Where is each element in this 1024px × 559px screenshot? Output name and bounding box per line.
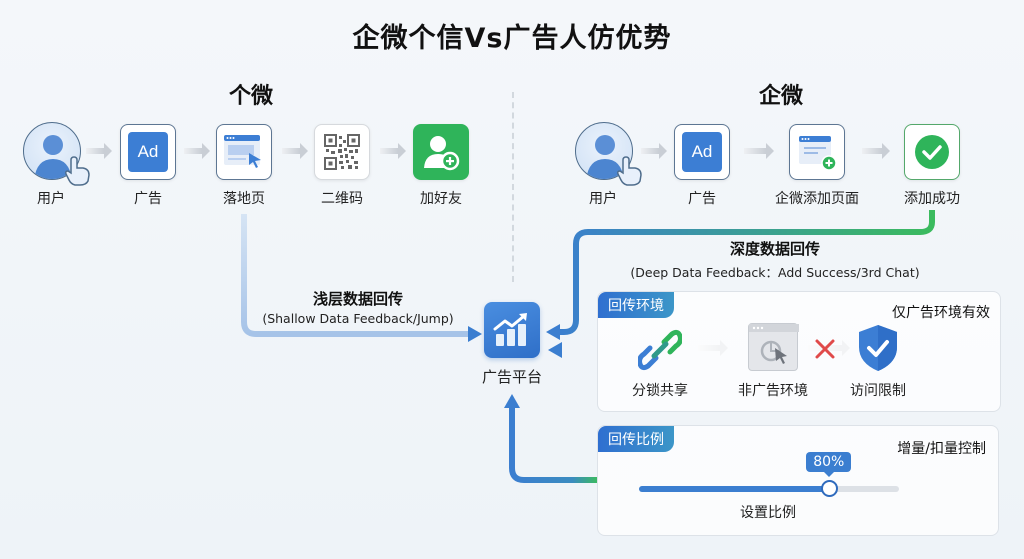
qr-code-icon bbox=[314, 124, 370, 180]
wecom-add-page-icon bbox=[789, 124, 845, 180]
deep-feedback-subtitle: (Deep Data Feedback：Add Success/3rd Chat… bbox=[630, 265, 920, 280]
right-section-title: 企微 bbox=[758, 84, 803, 109]
right-node-user bbox=[575, 122, 642, 186]
link-share-icon bbox=[638, 329, 682, 371]
left-node-landing bbox=[216, 124, 272, 180]
env-panel-note: 仅广告环境有效 bbox=[892, 305, 990, 321]
ratio-panel-tag: 回传比例 bbox=[598, 426, 674, 452]
left-node-user-label: 用户 bbox=[37, 191, 65, 207]
ratio-slider-label: 设置比例 bbox=[740, 505, 796, 521]
right-node-ad-label: 广告 bbox=[688, 191, 716, 207]
step-arrow bbox=[641, 143, 667, 159]
step-arrow bbox=[282, 143, 308, 159]
ratio-slider[interactable]: 80% bbox=[639, 452, 899, 497]
left-section-title: 个微 bbox=[228, 84, 273, 109]
arrow-head bbox=[548, 342, 562, 358]
step-arrow bbox=[184, 143, 210, 159]
ad-icon: Ad bbox=[674, 124, 730, 180]
left-node-add-friend bbox=[413, 124, 469, 180]
left-node-user bbox=[23, 122, 90, 186]
success-check-icon bbox=[904, 124, 960, 180]
arrow-head bbox=[504, 394, 520, 408]
right-node-ad: Ad bbox=[674, 124, 730, 180]
shield-check-icon bbox=[859, 325, 897, 371]
ratio-slider-fill bbox=[639, 486, 829, 492]
cross-icon bbox=[815, 339, 835, 359]
deep-feedback-line bbox=[556, 210, 935, 335]
right-node-user-label: 用户 bbox=[589, 191, 617, 207]
ratio-value-tooltip: 80% bbox=[806, 452, 852, 477]
shallow-feedback-title: 浅层数据回传 bbox=[312, 290, 403, 308]
return-ratio-panel: 回传比例 增量/扣量控制 80% 设置比例 bbox=[597, 425, 999, 536]
env-panel-tag: 回传环境 bbox=[598, 292, 674, 318]
shallow-feedback-subtitle: (Shallow Data Feedback/Jump) bbox=[262, 311, 454, 326]
page-title: 企微个信Vs广告人仿优势 bbox=[352, 23, 672, 54]
non-ad-browser-icon bbox=[748, 323, 799, 371]
ratio-panel-note: 增量/扣量控制 bbox=[897, 441, 986, 457]
right-node-success-label: 添加成功 bbox=[904, 191, 960, 207]
left-node-landing-label: 落地页 bbox=[223, 191, 265, 207]
hand-pointer-icon bbox=[617, 156, 642, 186]
step-arrow bbox=[380, 143, 406, 159]
right-node-wecom-page-label: 企微添加页面 bbox=[775, 191, 859, 207]
ratio-slider-knob[interactable] bbox=[820, 480, 838, 497]
return-environment-panel: 回传环境 仅广告环境有效 分锁共享 非广告环境 访问限制 bbox=[597, 291, 1001, 412]
access-limit-label: 访问限制 bbox=[850, 383, 906, 399]
right-node-success bbox=[904, 124, 960, 180]
step-arrow bbox=[86, 143, 112, 159]
left-node-ad-label: 广告 bbox=[134, 191, 162, 207]
add-friend-icon bbox=[413, 124, 469, 180]
ad-platform-label: 广告平台 bbox=[481, 368, 542, 386]
step-arrow bbox=[862, 143, 890, 159]
non-ad-env-label: 非广告环境 bbox=[738, 383, 808, 399]
arrow-head bbox=[468, 326, 482, 342]
ad-icon: Ad bbox=[120, 124, 176, 180]
left-node-qr bbox=[314, 124, 370, 180]
left-node-add-friend-label: 加好友 bbox=[420, 191, 462, 207]
deep-feedback-title: 深度数据回传 bbox=[729, 240, 820, 258]
hand-pointer-icon bbox=[65, 156, 90, 186]
left-node-qr-label: 二维码 bbox=[321, 191, 363, 207]
ratio-feedback-line bbox=[509, 406, 598, 483]
step-arrow bbox=[744, 143, 774, 159]
ad-platform-chart-icon bbox=[484, 302, 540, 358]
link-share-label: 分锁共享 bbox=[632, 383, 688, 399]
left-node-ad: Ad bbox=[120, 124, 176, 180]
arrow-head bbox=[546, 324, 560, 340]
landing-page-icon bbox=[216, 124, 272, 180]
section-divider bbox=[512, 92, 514, 282]
right-node-wecom-page bbox=[789, 124, 845, 180]
